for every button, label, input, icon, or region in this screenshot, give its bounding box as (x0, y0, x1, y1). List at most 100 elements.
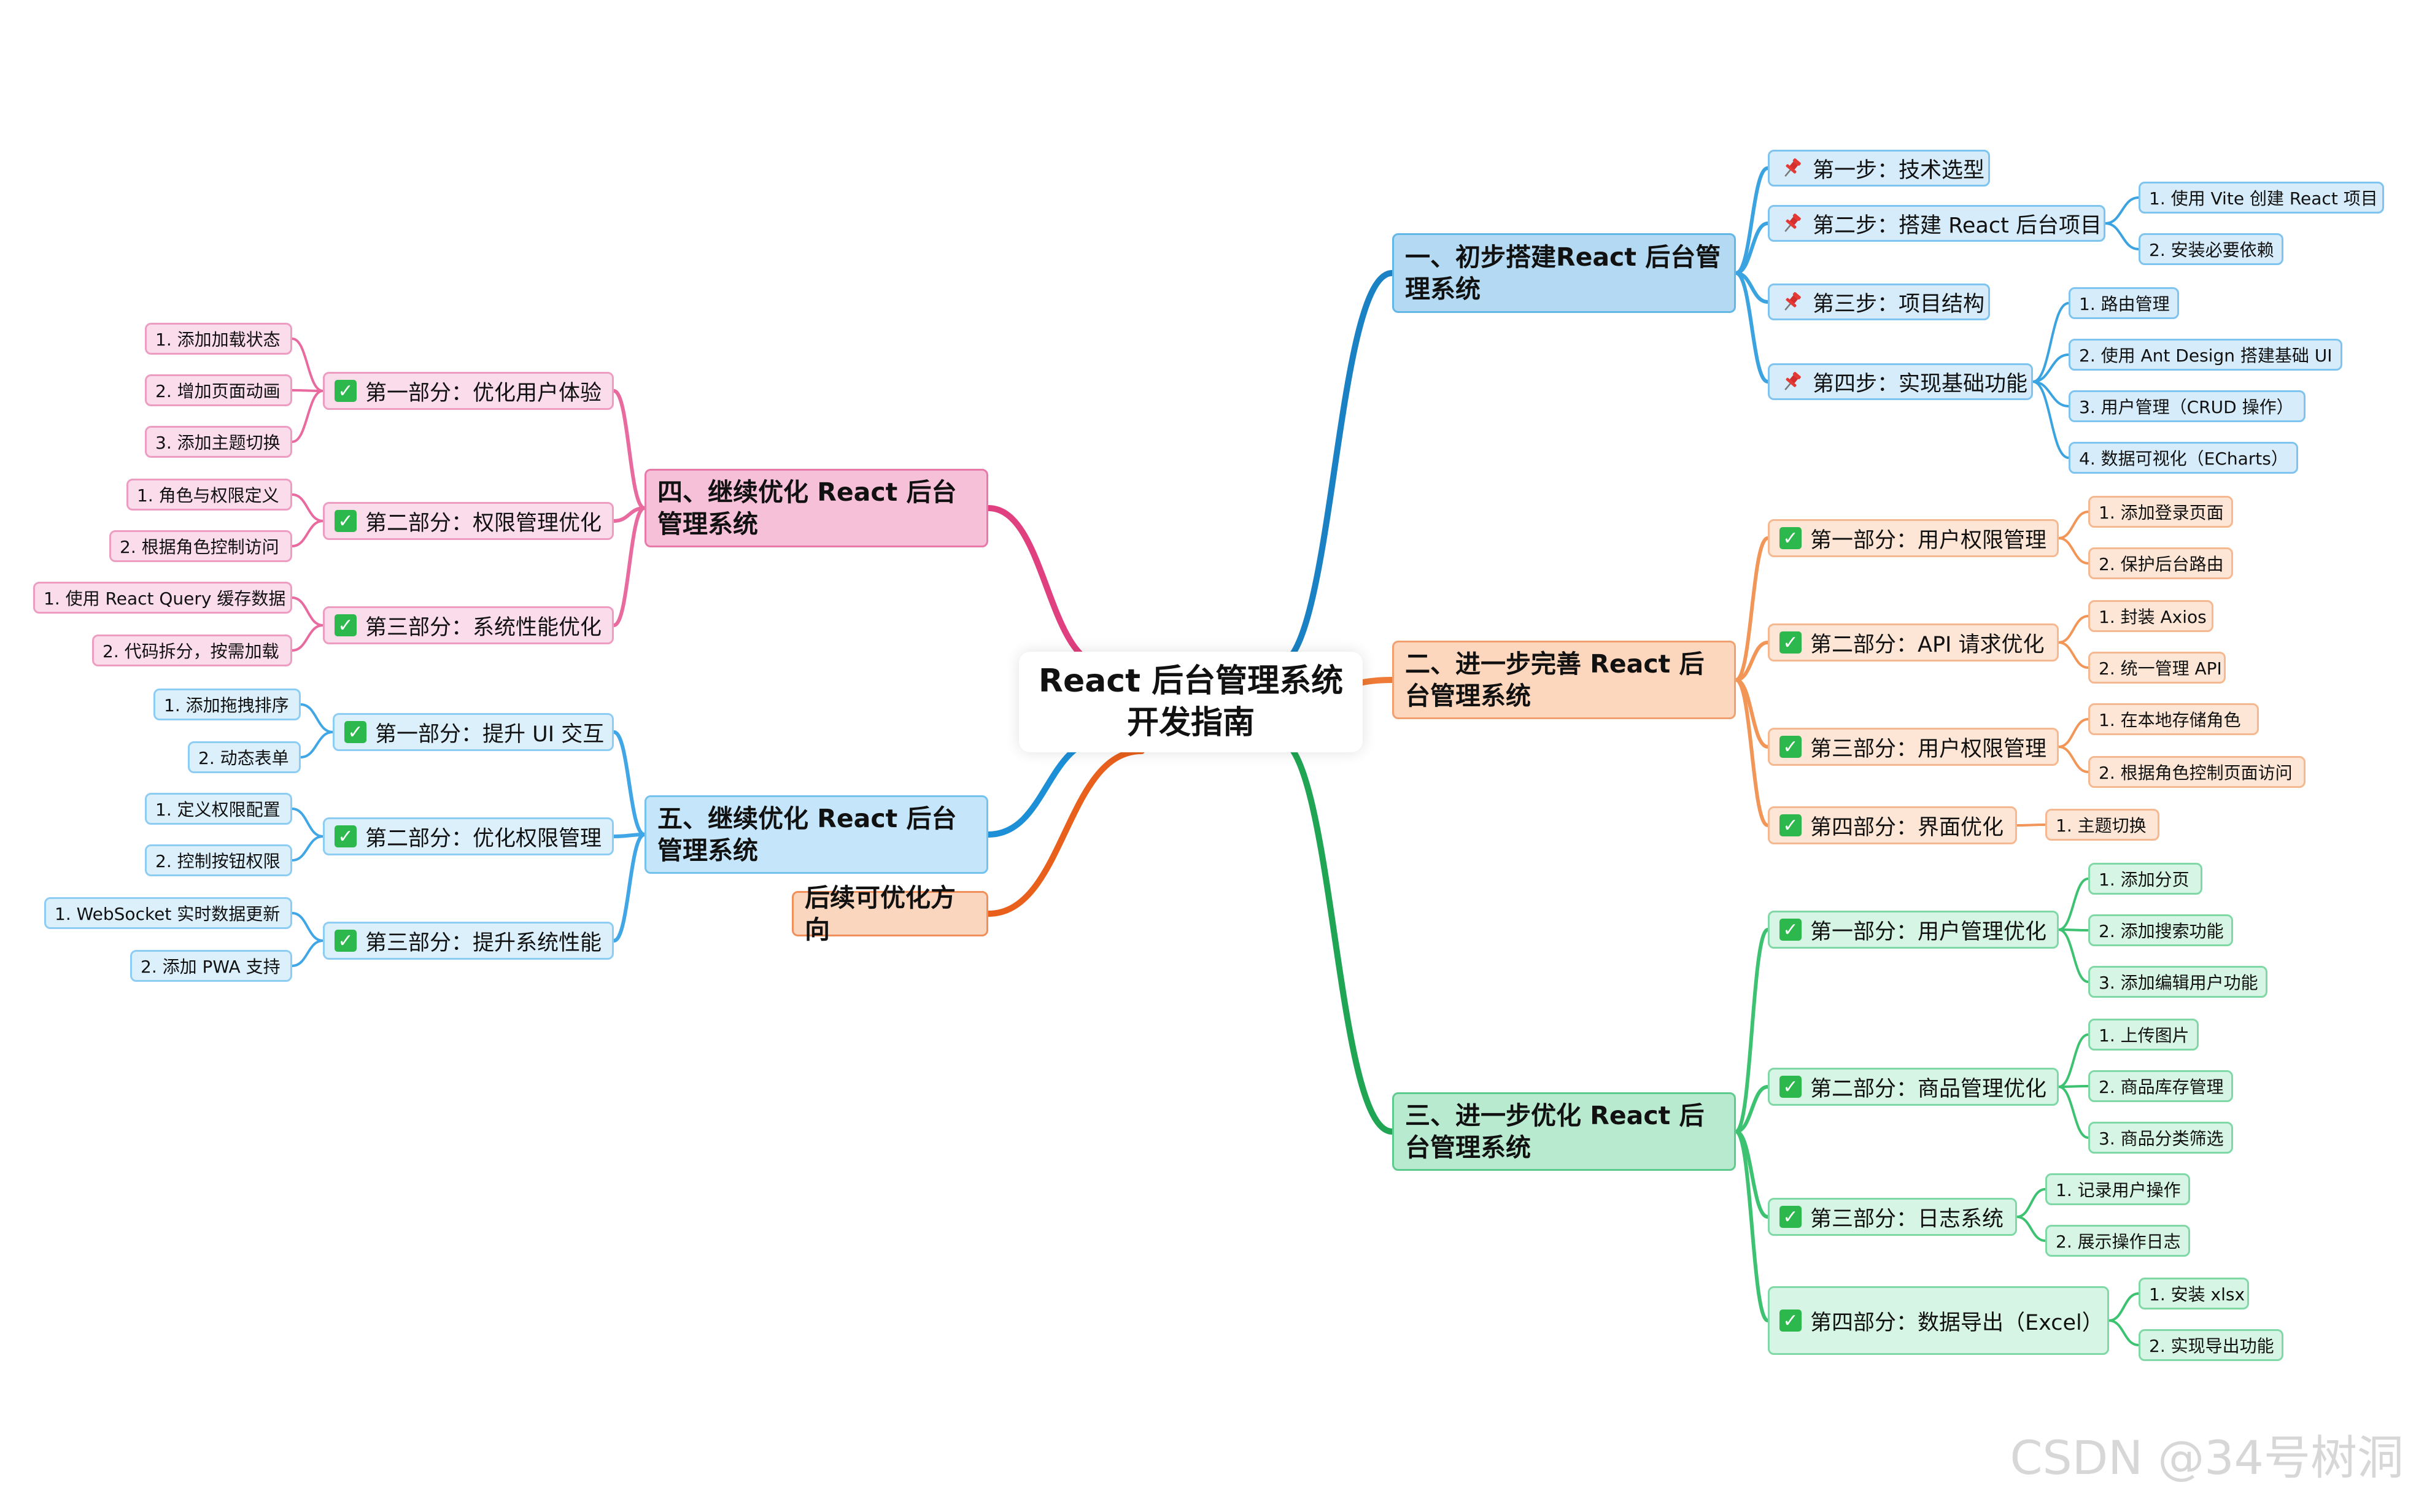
b5-part-3-label: 第三部分：提升系统性能 (365, 930, 602, 955)
b1-s4-item-4[interactable]: 4. 数据可视化（ECharts） (2069, 442, 2298, 474)
b5-p3-item-2[interactable]: 2. 添加 PWA 支持 (130, 950, 292, 982)
b5-p3-item-1[interactable]: 1. WebSocket 实时数据更新 (44, 897, 292, 929)
b3-part-1[interactable]: ✓第一部分：用户管理优化 (1768, 911, 2059, 949)
b5-p2-item-2[interactable]: 2. 控制按钮权限 (145, 844, 292, 876)
b2-part-2[interactable]: ✓第二部分：API 请求优化 (1768, 623, 2059, 662)
leaf-line (291, 808, 324, 838)
b4-p1-item-1[interactable]: 1. 添加加载状态 (145, 323, 292, 355)
leaf-line (291, 596, 324, 627)
b5-part-1[interactable]: ✓第一部分：提升 UI 交互 (333, 713, 614, 751)
b4-part-3[interactable]: ✓第三部分：系统性能优化 (323, 606, 614, 644)
b2-part-3-label: 第三部分：用户权限管理 (1810, 736, 2047, 762)
sub-line (612, 389, 646, 510)
b2-part-4[interactable]: ✓ 第四部分：界面优化 (1768, 806, 2017, 844)
b3-p1-item-1[interactable]: 1. 添加分页 (2088, 863, 2202, 895)
b4-p2-item-2[interactable]: 2. 根据角色控制访问 (109, 530, 292, 562)
b3-p4-item-2[interactable]: 2. 实现导出功能 (2139, 1329, 2283, 1361)
b2-p4-item-1[interactable]: 1. 主题切换 (2045, 809, 2159, 841)
leaf-line (2058, 537, 2089, 565)
b5-part-2[interactable]: ✓第二部分：优化权限管理 (323, 817, 614, 855)
b3-part-2[interactable]: ✓第二部分：商品管理优化 (1768, 1068, 2059, 1106)
leaf-line (2032, 380, 2070, 459)
b1-s4-item-1[interactable]: 1. 路由管理 (2069, 287, 2179, 319)
branch-1-topic[interactable]: 一、初步搭建React 后台管理系统 (1392, 233, 1736, 313)
b1-s2-item-2[interactable]: 2. 安装必要依赖 (2139, 233, 2283, 265)
check-icon: ✓ (1779, 527, 1802, 549)
leaf-line (2058, 878, 2089, 931)
leaf-line (2016, 1216, 2046, 1242)
branch-line (1274, 736, 1395, 1135)
b3-part-3[interactable]: ✓第三部分：日志系统 (1768, 1198, 2017, 1236)
b3-p3-item-1[interactable]: 1. 记录用户操作 (2045, 1173, 2190, 1205)
leaf-line (2058, 1085, 2089, 1088)
branch-4-title: 四、继续优化 React 后台管理系统 (657, 477, 957, 539)
b3-part-4-label: 第四部分：数据导出（Excel） (1810, 1310, 2104, 1335)
sub-line (612, 730, 646, 836)
b1-step-2-label: 第二步：搭建 React 后台项目 (1813, 213, 2102, 238)
b3-part-4[interactable]: ✓ 第四部分：数据导出（Excel） (1768, 1286, 2109, 1355)
check-icon: ✓ (1779, 1206, 1802, 1228)
leaf-line (2058, 746, 2089, 773)
b2-p3-item-2[interactable]: 2. 根据角色控制页面访问 (2088, 756, 2306, 788)
sub-line (1734, 166, 1770, 275)
pin-icon (1779, 211, 1804, 236)
branch-3-topic[interactable]: 三、进一步优化 React 后台管理系统 (1392, 1092, 1736, 1171)
b5-p1-item-2[interactable]: 2. 动态表单 (188, 741, 301, 773)
b2-p1-item-2[interactable]: 2. 保护后台路由 (2088, 547, 2233, 579)
b4-part-1[interactable]: ✓第一部分：优化用户体验 (323, 372, 614, 410)
b2-p2-item-2[interactable]: 2. 统一管理 API (2088, 652, 2226, 684)
leaf-line (291, 520, 324, 547)
b3-p4-item-1[interactable]: 1. 安装 xlsx (2139, 1278, 2249, 1310)
b1-step-1[interactable]: 第一步：技术选型 (1768, 150, 1990, 187)
sub-line (1734, 271, 1770, 384)
leaf-line (291, 338, 324, 392)
b1-s4-item-3[interactable]: 3. 用户管理（CRUD 操作） (2069, 390, 2306, 422)
b3-p3-item-2[interactable]: 2. 展示操作日志 (2045, 1225, 2190, 1257)
b1-step-4-label: 第四步：实现基础功能 (1813, 371, 2028, 396)
b4-p2-item-1[interactable]: 1. 角色与权限定义 (126, 479, 292, 511)
leaf-line (2108, 1319, 2140, 1346)
b4-p3-item-1[interactable]: 1. 使用 React Query 缓存数据 (33, 582, 292, 614)
leaf-line (291, 835, 324, 862)
check-icon: ✓ (1779, 1310, 1802, 1332)
b2-part-4-label: 第四部分：界面优化 (1810, 815, 2004, 840)
b3-p2-item-1[interactable]: 1. 上传图片 (2088, 1019, 2199, 1051)
pin-icon (1779, 156, 1804, 180)
branch-4-topic[interactable]: 四、继续优化 React 后台管理系统 (645, 469, 988, 547)
b5-part-3[interactable]: ✓ 第三部分：提升系统性能 (323, 922, 614, 960)
b5-p2-item-1[interactable]: 1. 定义权限配置 (145, 793, 292, 825)
branch-5-topic[interactable]: 五、继续优化 React 后台管理系统 (645, 795, 988, 874)
b4-part-1-label: 第一部分：优化用户体验 (365, 380, 602, 406)
sub-line (612, 833, 646, 943)
b3-p1-item-2[interactable]: 2. 添加搜索功能 (2088, 914, 2233, 946)
branch-line (985, 505, 1108, 668)
b3-p2-item-2[interactable]: 2. 商品库存管理 (2088, 1070, 2233, 1102)
b2-part-3[interactable]: ✓第三部分：用户权限管理 (1768, 728, 2059, 766)
b1-step-2[interactable]: 第二步：搭建 React 后台项目 (1768, 205, 2105, 242)
check-icon: ✓ (1779, 814, 1802, 836)
b2-p1-item-1[interactable]: 1. 添加登录页面 (2088, 496, 2233, 528)
b4-p1-item-3[interactable]: 3. 添加主题切换 (145, 426, 292, 458)
b4-p1-item-2[interactable]: 2. 增加页面动画 (145, 374, 292, 406)
leaf-line (2058, 718, 2089, 748)
b1-step-3[interactable]: 第三步：项目结构 (1768, 284, 1990, 320)
leaf-line (291, 390, 324, 443)
b4-p3-item-2[interactable]: 2. 代码拆分，按需加载 (92, 634, 292, 666)
branch-6-topic[interactable]: 后续可优化方向 (792, 883, 988, 944)
b3-p1-item-3[interactable]: 3. 添加编辑用户功能 (2088, 966, 2267, 998)
sub-line (1734, 678, 1770, 827)
b1-step-4[interactable]: 第四步：实现基础功能 (1768, 363, 2033, 400)
b4-part-2[interactable]: ✓第二部分：权限管理优化 (323, 502, 614, 540)
check-icon: ✓ (335, 614, 357, 636)
b1-s4-item-2[interactable]: 2. 使用 Ant Design 搭建基础 UI (2069, 339, 2342, 371)
b2-p3-item-1[interactable]: 1. 在本地存储角色 (2088, 703, 2259, 735)
b3-p2-item-3[interactable]: 3. 商品分类筛选 (2088, 1122, 2233, 1154)
b1-s2-item-1[interactable]: 1. 使用 Vite 创建 React 项目 (2139, 182, 2384, 214)
b2-p2-item-1[interactable]: 1. 封装 Axios (2088, 600, 2213, 632)
b5-p1-item-1[interactable]: 1. 添加拖拽排序 (153, 688, 301, 720)
root-topic[interactable]: React 后台管理系统开发指南 (1019, 652, 1363, 752)
leaf-line (291, 493, 324, 522)
branch-2-topic[interactable]: 二、进一步完善 React 后台管理系统 (1392, 641, 1736, 719)
b2-part-1[interactable]: ✓第一部分：用户权限管理 (1768, 519, 2059, 557)
check-icon: ✓ (335, 930, 357, 952)
